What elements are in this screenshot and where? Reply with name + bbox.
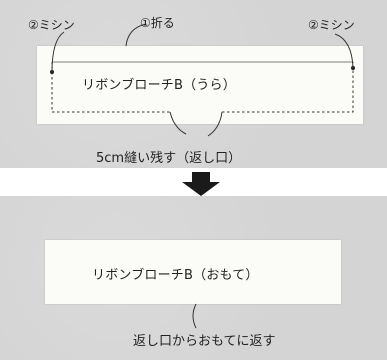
fabric-label-back: リボンブローチB（うら） (82, 78, 236, 93)
callout-fold: ①折る (140, 16, 175, 30)
arrow-down-icon (182, 172, 220, 196)
callout-sew-right: ②ミシン (308, 18, 355, 32)
fabric-label-front: リボンブローチB（おもて） (92, 268, 259, 283)
caption-opening: 5cm縫い残す（返し口） (96, 151, 242, 166)
caption-turn-out: 返し口からおもてに返す (133, 334, 276, 349)
ribbon-fabric-front (45, 240, 341, 304)
callout-sew-left: ②ミシン (28, 18, 75, 32)
